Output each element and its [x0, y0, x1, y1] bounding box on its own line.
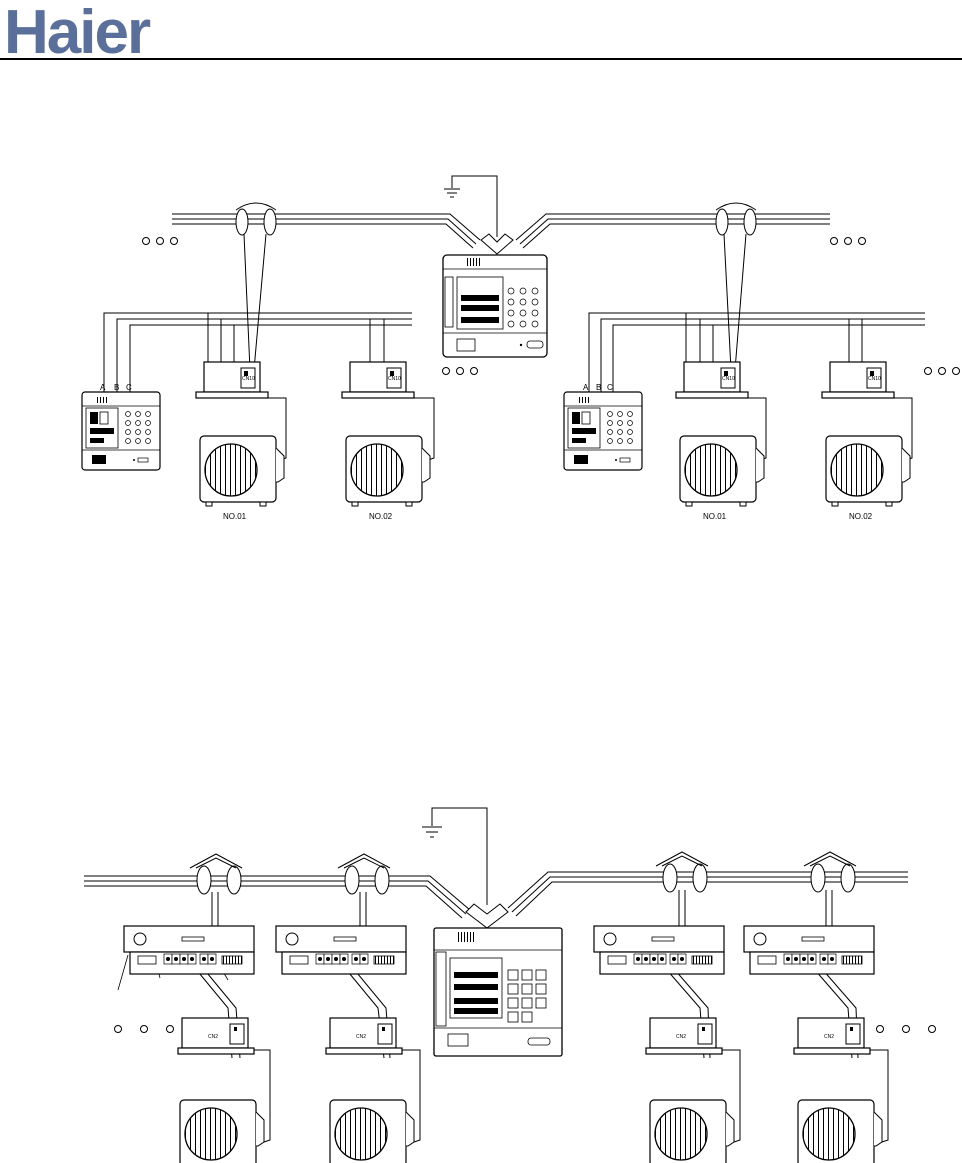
outdoor-unit-b4 [797, 1099, 883, 1163]
bottom-labels: CN2 CN2 CN2 CN2 [208, 1034, 834, 1040]
central-controller-top [442, 254, 548, 358]
adapter-panel-2 [275, 925, 407, 975]
indoor-bus-right [588, 312, 925, 392]
connector-label: CN2 [676, 1034, 686, 1040]
outdoor-unit-2 [345, 435, 431, 507]
clamp-group-3 [655, 851, 709, 893]
bus-junction [480, 233, 514, 255]
terminal-label-c: C [607, 383, 613, 392]
connector-label: CN2 [356, 1034, 366, 1040]
drop-wires-right [723, 233, 747, 371]
top-labels: A B C A B C CN10 CN10 CN10 CN10 NO.01 NO… [100, 376, 881, 521]
indoor-bus-left [103, 312, 412, 392]
wiring-diagram-top [103, 175, 960, 461]
terminal-label-b: B [596, 383, 601, 392]
bus-line-left [172, 213, 481, 249]
clamp-right [715, 202, 757, 236]
outdoor-units-bottom [179, 1099, 883, 1163]
central-controller-bottom [433, 927, 563, 1057]
haier-logo: Haier [4, 0, 153, 67]
connector-label: CN2 [824, 1034, 834, 1040]
clamp-group-2 [337, 853, 391, 895]
outdoor-unit-4 [825, 435, 911, 507]
clamp-group-1 [189, 853, 243, 895]
bus-line-right [515, 213, 830, 249]
unit-label: NO.02 [369, 512, 393, 521]
unit-label: NO.02 [849, 512, 873, 521]
continuation-dots [142, 237, 960, 375]
indoor-board-4 [821, 361, 895, 399]
adapter-panel-1 [123, 925, 255, 975]
outdoor-unit-b2 [329, 1099, 415, 1163]
ground-symbol [422, 807, 488, 905]
terminal-label-b: B [114, 383, 119, 392]
svg-text:Haier: Haier [4, 0, 151, 67]
bus-line-right [507, 871, 908, 917]
wired-controller-left [81, 391, 161, 471]
drop-wires-left [243, 233, 267, 371]
outdoor-unit-b3 [649, 1099, 735, 1163]
unit-label: NO.01 [703, 512, 727, 521]
outdoor-unit-3 [679, 435, 765, 507]
unit-label: NO.01 [223, 512, 247, 521]
terminal-label-a: A [583, 383, 589, 392]
indoor-board-2 [341, 361, 415, 399]
continuation-dots [114, 1025, 936, 1033]
outdoor-unit-b1 [179, 1099, 265, 1163]
ground-symbol [444, 175, 498, 237]
connector-label: CN10 [722, 376, 735, 382]
connector-label: CN10 [868, 376, 881, 382]
outdoor-unit-1 [199, 435, 285, 507]
bus-line-left [84, 875, 471, 919]
terminal-label-c: C [126, 383, 132, 392]
clamp-group-4 [803, 851, 857, 893]
outdoor-wires [246, 1049, 889, 1143]
connector-label: CN2 [208, 1034, 218, 1040]
terminal-label-a: A [100, 383, 106, 392]
connector-label: CN10 [242, 376, 255, 382]
clamp-left [235, 202, 277, 236]
adapter-panel-3 [593, 925, 725, 975]
bus-junction [465, 903, 509, 929]
wired-controller-right [563, 391, 643, 471]
indoor-board-1 [195, 361, 269, 399]
connector-label: CN10 [388, 376, 401, 382]
indoor-board-3 [675, 361, 749, 399]
adapter-panel-4 [743, 925, 875, 975]
